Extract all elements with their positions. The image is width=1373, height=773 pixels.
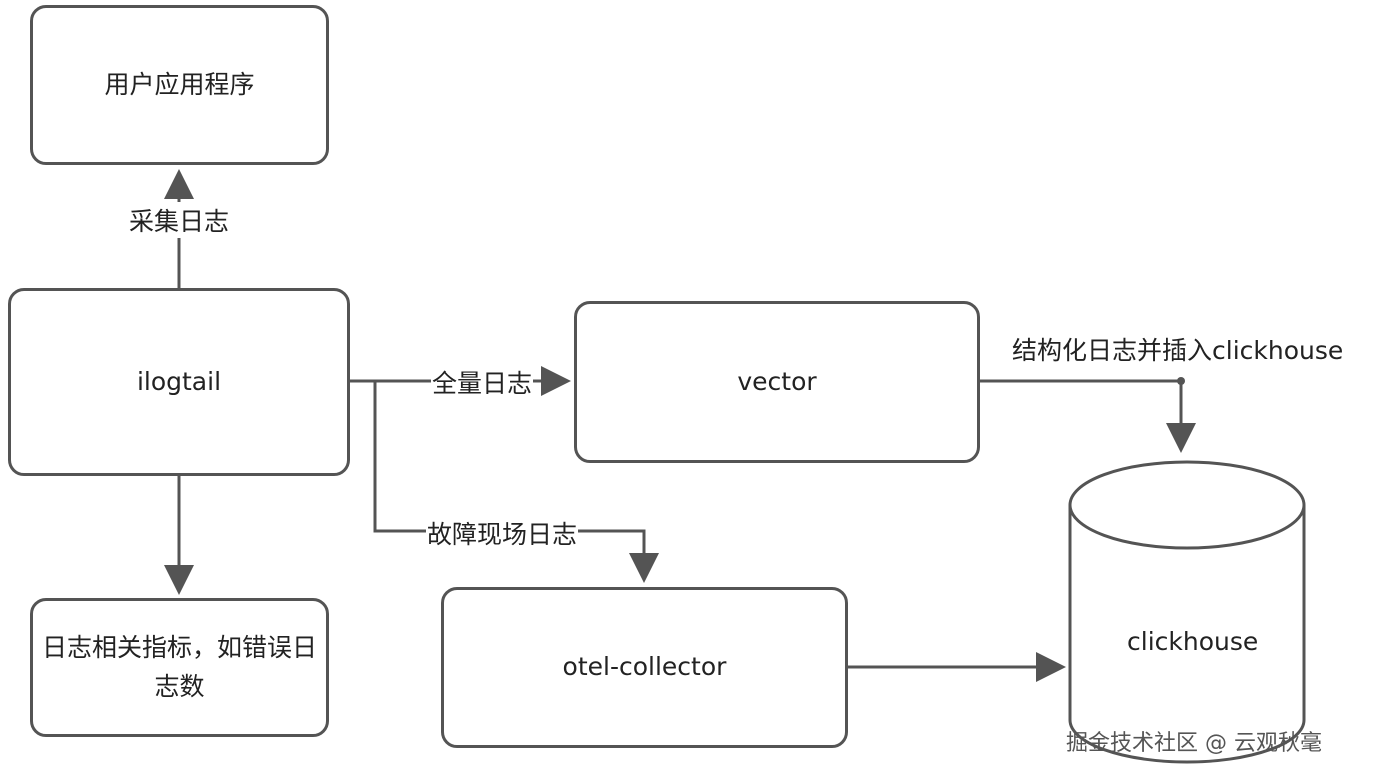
edge-junction-dot <box>1177 377 1185 385</box>
node-vector: vector <box>574 301 980 463</box>
watermark: 掘金技术社区 @ 云观秋毫 <box>1066 731 1322 756</box>
edge-label-full-logs: 全量日志 <box>431 364 534 400</box>
node-ilogtail: ilogtail <box>8 288 350 476</box>
node-user-app-label: 用户应用程序 <box>104 69 255 99</box>
edge-label-structured-insert: 结构化日志并插入clickhouse <box>1012 336 1344 365</box>
node-ilogtail-label: ilogtail <box>136 366 222 396</box>
node-metrics: 日志相关指标，如错误日志数 <box>30 598 329 737</box>
node-otel-collector-label: otel-collector <box>562 652 727 682</box>
edge-label-fault-logs: 故障现场日志 <box>426 515 579 551</box>
node-metrics-label: 日志相关指标，如错误日志数 <box>41 632 317 701</box>
node-otel-collector: otel-collector <box>441 587 848 748</box>
edge-structured-insert <box>980 379 1196 453</box>
node-clickhouse-label: clickhouse <box>1127 627 1259 656</box>
clickhouse-cylinder <box>1068 460 1306 764</box>
edge-label-collect-logs: 采集日志 <box>128 202 231 238</box>
node-user-app: 用户应用程序 <box>30 5 329 165</box>
node-vector-label: vector <box>737 366 817 396</box>
